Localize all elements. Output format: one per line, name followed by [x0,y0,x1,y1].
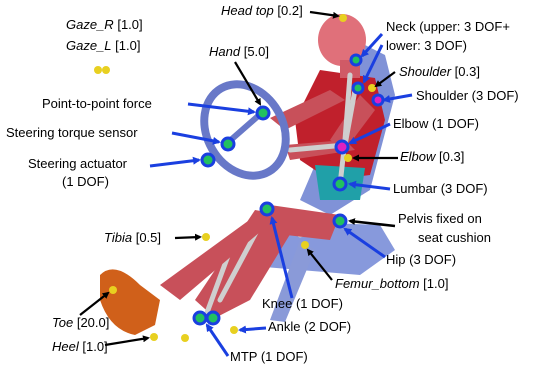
label-head-top-value: [0.2] [277,3,302,18]
label-hand-value: [5.0] [244,44,269,59]
label-elbow-weight-name: Elbow [400,149,435,164]
label-shoulder-weight: Shoulder [0.3] [399,65,480,79]
label-head-top-name: Head top [221,3,274,18]
marker-steer-torque [222,138,234,150]
label-heel: Heel [1.0] [52,340,108,354]
marker-gaze-l [102,66,110,74]
label-steering-torque-sensor: Steering torque sensor [6,126,138,140]
marker-head-top [339,14,347,22]
label-gaze-l: Gaze_L [1.0] [66,39,140,53]
marker-hip [261,203,273,215]
label-shoulder-weight-name: Shoulder [399,64,451,79]
label-femur-bottom: Femur_bottom [1.0] [335,277,448,291]
label-point-to-point-force: Point-to-point force [42,97,152,111]
label-hand: Hand [5.0] [209,45,269,59]
marker-elbow-weight [344,154,352,162]
label-toe: Toe [20.0] [52,316,109,330]
label-gaze-l-name: Gaze_L [66,38,112,53]
label-heel-value: [1.0] [82,339,107,354]
marker-pelvis [334,215,346,227]
head [318,14,366,78]
marker-hand [257,107,269,119]
label-ankle: Ankle (2 DOF) [268,320,351,334]
label-pelvis-line1: Pelvis fixed on [398,212,482,226]
label-femur-bottom-value: [1.0] [423,276,448,291]
marker-steer-act [202,154,214,166]
label-tibia: Tibia [0.5] [104,231,161,245]
label-elbow-weight-value: [0.3] [439,149,464,164]
label-gaze-l-value: [1.0] [115,38,140,53]
label-hand-name: Hand [209,44,240,59]
marker-lumbar [334,178,346,190]
label-head-top: Head top [0.2] [221,4,303,18]
label-toe-value: [20.0] [77,315,110,330]
marker-mtp [181,334,189,342]
marker-shoulder-dof [373,95,383,105]
label-neck-line1: Neck (upper: 3 DOF+ [386,20,510,34]
label-toe-name: Toe [52,315,73,330]
marker-ankle-extra [230,326,238,334]
marker-neck-lower [353,83,363,93]
label-tibia-value: [0.5] [136,230,161,245]
steering-wheel [188,69,302,190]
label-gaze-r: Gaze_R [1.0] [66,18,143,32]
marker-tibia [202,233,210,241]
marker-ankle [207,312,219,324]
marker-neck-upper [351,55,361,65]
marker-knee [194,312,206,324]
label-elbow-weight: Elbow [0.3] [400,150,464,164]
label-tibia-name: Tibia [104,230,132,245]
label-gaze-r-value: [1.0] [117,17,142,32]
label-shoulder-weight-value: [0.3] [455,64,480,79]
label-heel-name: Heel [52,339,79,354]
label-steering-actuator-line1: Steering actuator [28,157,127,171]
label-gaze-r-name: Gaze_R [66,17,114,32]
label-elbow-dof: Elbow (1 DOF) [393,117,479,131]
marker-gaze-r [94,66,102,74]
label-hip: Hip (3 DOF) [386,253,456,267]
label-mtp: MTP (1 DOF) [230,350,308,364]
label-lumbar: Lumbar (3 DOF) [393,182,488,196]
label-knee: Knee (1 DOF) [262,297,343,311]
marker-shoulder-weight [368,84,376,92]
marker-toe [109,286,117,294]
marker-femur-bottom [301,241,309,249]
label-pelvis-line2: seat cushion [418,231,491,245]
marker-elbow-dof [336,141,348,153]
label-steering-actuator-line2: (1 DOF) [62,175,109,189]
label-neck-line2: lower: 3 DOF) [386,39,467,53]
label-femur-bottom-name: Femur_bottom [335,276,420,291]
marker-heel [150,333,158,341]
label-shoulder-dof: Shoulder (3 DOF) [416,89,519,103]
